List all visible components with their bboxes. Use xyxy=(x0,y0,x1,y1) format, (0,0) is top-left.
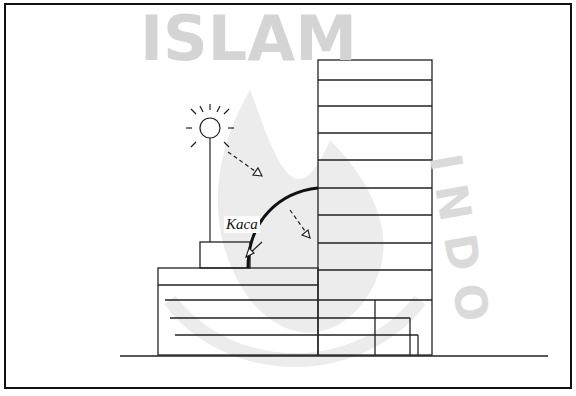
watermark-emblem xyxy=(218,90,384,333)
ground-line xyxy=(120,355,548,356)
watermark-arc xyxy=(170,300,420,360)
tall-building xyxy=(318,60,432,355)
watermark-text: ISLAM xyxy=(140,2,357,75)
glass-label: Kaca xyxy=(224,216,260,233)
ray-arrows xyxy=(228,152,310,257)
low-building xyxy=(158,242,432,355)
